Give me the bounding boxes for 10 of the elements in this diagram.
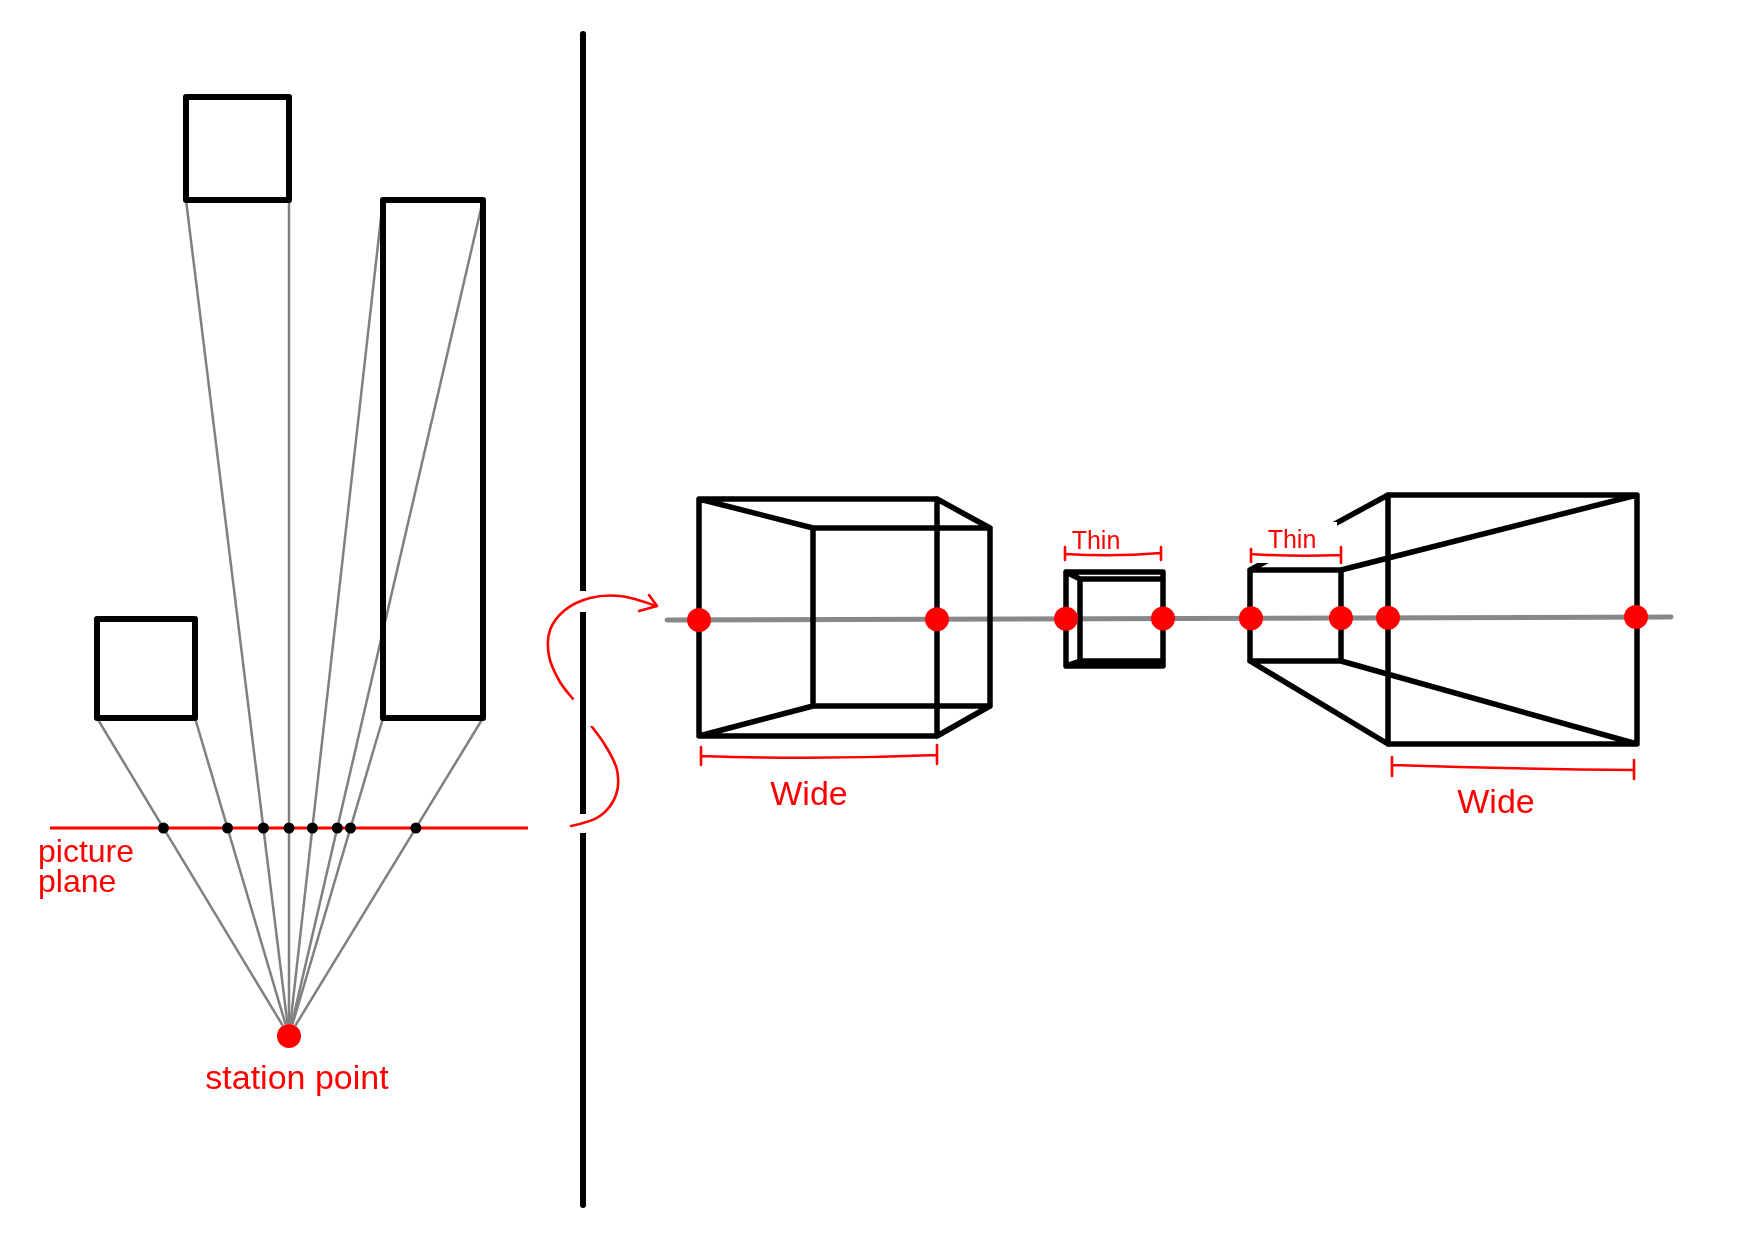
dimension-label: Thin bbox=[1071, 527, 1121, 553]
point-label: station point bbox=[205, 1060, 389, 1094]
plan-rectangle bbox=[380, 197, 486, 721]
plan-square bbox=[94, 616, 198, 721]
station-point bbox=[277, 1024, 301, 1048]
plan-square bbox=[183, 94, 292, 203]
dimension-label: Wide bbox=[1457, 784, 1535, 818]
dimension-label: Wide bbox=[770, 776, 848, 810]
dimension-label: Thin bbox=[1267, 526, 1317, 552]
sight-line bbox=[287, 200, 291, 1024]
